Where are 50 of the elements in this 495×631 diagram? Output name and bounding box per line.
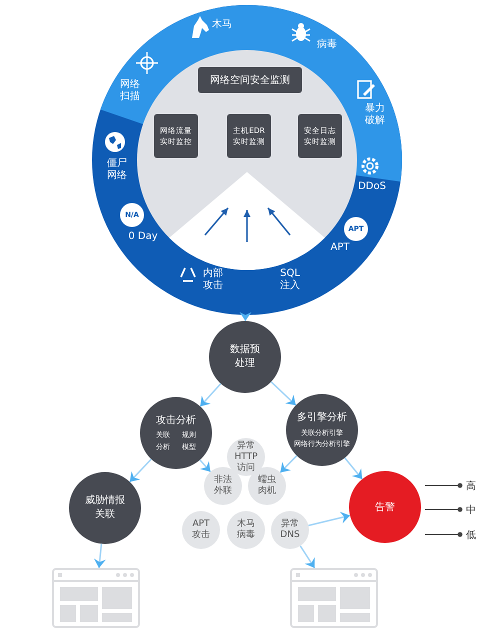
- process-circle: [140, 397, 212, 469]
- threat-label: 僵尸网络: [106, 157, 128, 183]
- arrow: [129, 458, 152, 482]
- node-label: 蠕虫肉机: [257, 475, 277, 497]
- arrow: [270, 381, 296, 406]
- title-box: [198, 67, 302, 93]
- threat-label: 内部攻击: [202, 266, 224, 293]
- monitor-box: [298, 114, 342, 158]
- node-label: 异常DNS: [279, 519, 301, 541]
- leader-line: [424, 532, 462, 537]
- browser-window-drawing: [52, 568, 140, 628]
- node-label: 非法外联: [213, 475, 233, 497]
- level-label: 高: [463, 477, 479, 494]
- threat-label: 网络扫描: [119, 78, 141, 104]
- threat-circle: [182, 511, 220, 549]
- node-label: 数据预处理: [229, 343, 261, 371]
- arrow: [199, 459, 211, 472]
- arrow: [280, 455, 298, 473]
- threat-label: APT: [330, 241, 350, 255]
- arrow: [94, 544, 106, 568]
- node-label: APT攻击: [191, 519, 211, 541]
- leader-line: [424, 483, 462, 488]
- arrow: [239, 312, 252, 321]
- node-title: 多引擎分析: [297, 410, 347, 424]
- level-label: 低: [463, 526, 479, 543]
- process-circle: [286, 394, 358, 466]
- threat-circle: [271, 511, 309, 549]
- arrow: [200, 383, 222, 407]
- threat-label: SQL注入: [279, 267, 301, 293]
- monitor-box: [227, 114, 271, 158]
- threat-label: DDoS: [357, 180, 387, 194]
- arrow: [344, 457, 363, 480]
- threat-circle: [227, 438, 265, 476]
- node-title: 攻击分析: [156, 414, 196, 428]
- node-label: 威胁情报关联: [84, 494, 126, 522]
- node-label: 告警: [375, 500, 395, 514]
- arrow: [300, 546, 316, 568]
- leader-line: [424, 507, 462, 512]
- threat-label: 暴力破解: [364, 102, 386, 128]
- level-label: 中: [463, 501, 479, 518]
- threat-label: 病毒: [316, 38, 338, 52]
- threat-label: 0 Day: [127, 230, 159, 244]
- node-label: 异常HTTP访问: [233, 440, 259, 474]
- threat-circle: [227, 511, 265, 549]
- browser-window-drawing: [290, 568, 378, 628]
- arrow: [308, 512, 350, 526]
- threat-label: 木马: [211, 18, 233, 32]
- monitor-box: [154, 114, 198, 158]
- node-label: 木马病毒: [236, 519, 256, 541]
- node-label: 网络空间安全监测: [210, 74, 290, 87]
